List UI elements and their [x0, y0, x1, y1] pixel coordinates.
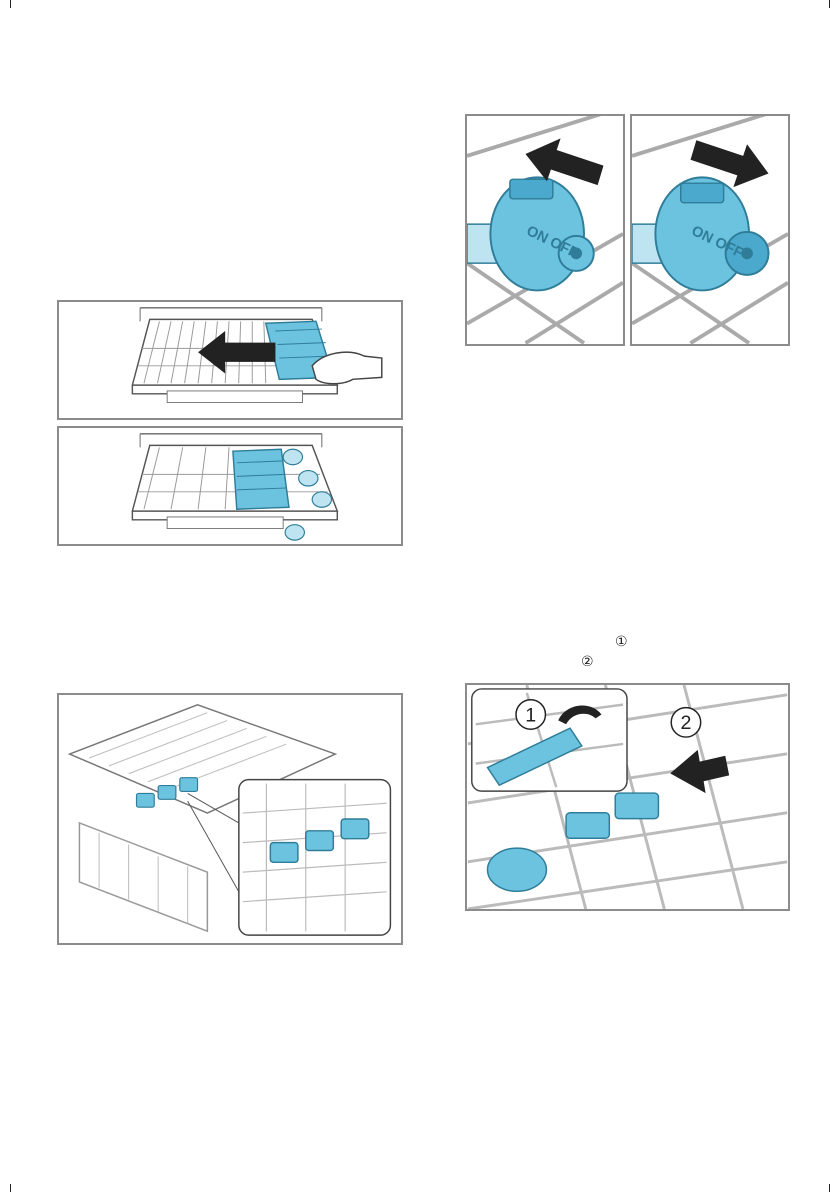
corner-tick-bottom-right [829, 1184, 830, 1192]
step-marker-1: ① [615, 635, 628, 649]
switch-pull-illustration: ON OFF [632, 116, 788, 344]
corner-tick-bottom-left [10, 1184, 11, 1192]
figure-rack-overview [57, 693, 403, 945]
hand-icon [312, 352, 382, 383]
rack-overview-illustration [59, 695, 401, 943]
figure-basket-slide-panel [57, 300, 403, 420]
figure-switch-on-panel: ON OFF [630, 114, 790, 346]
basket-slide-illustration [59, 302, 401, 418]
figure-basket-loaded-panel [57, 426, 403, 546]
step-2-label: 2 [680, 712, 691, 734]
switch-push-illustration: ON OFF [467, 116, 623, 344]
corner-tick-top-left [10, 0, 11, 8]
cutlery-tray-icon [233, 449, 289, 509]
step-marker-2: ② [581, 655, 594, 669]
left-arrow-icon [198, 331, 275, 374]
basket-loaded-illustration [59, 428, 401, 544]
magnifier-inset-icon [239, 780, 391, 935]
figure-nozzle-removal: 1 2 [465, 683, 790, 911]
push-arrow-icon [670, 750, 729, 793]
figure-switch-off-panel: ON OFF [465, 114, 625, 346]
corner-tick-top-right [829, 0, 830, 8]
glasses-icon [283, 449, 331, 540]
step-1-label: 1 [525, 704, 536, 726]
spray-nozzle-icon [488, 793, 659, 891]
nozzle-removal-illustration: 1 2 [467, 685, 788, 909]
